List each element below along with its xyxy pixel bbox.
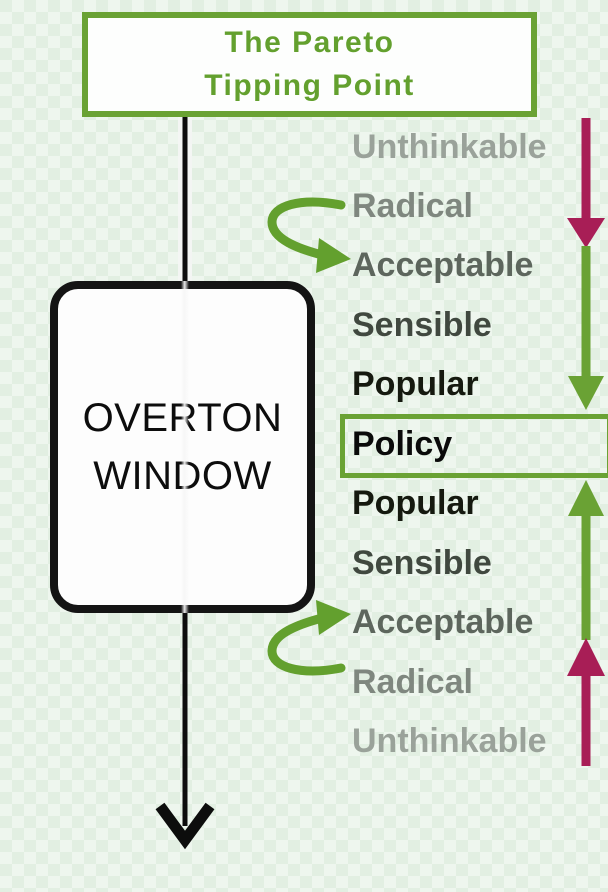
ladder-rung: Policy — [352, 425, 453, 463]
acceptable-to-policy-up-arrow-icon — [568, 480, 604, 640]
spine-down-arrowhead-icon — [155, 802, 215, 850]
title-line-2: Tipping Point — [204, 68, 415, 102]
unthinkable-to-acceptable-down-arrow-icon — [567, 118, 605, 248]
acceptable-to-policy-down-arrow-icon — [568, 246, 604, 410]
unthinkable-to-acceptable-up-arrow-icon — [567, 638, 605, 766]
policy-highlight-box — [340, 414, 608, 478]
overton-window-line-2: WINDOW — [93, 454, 272, 498]
ladder-rung: Acceptable — [352, 603, 534, 641]
ladder-rung: Radical — [352, 663, 473, 701]
ladder-rung: Sensible — [352, 544, 492, 582]
overton-window-line-1: OVERTON — [82, 396, 283, 440]
ladder-rung: Unthinkable — [352, 128, 547, 166]
ladder-rung: Popular — [352, 484, 479, 522]
ladder-rung: Radical — [352, 187, 473, 225]
ladder-rung: Sensible — [352, 306, 492, 344]
ladder-rung: Popular — [352, 365, 479, 403]
title-box: The Pareto Tipping Point — [82, 12, 537, 117]
overton-window-box: OVERTON WINDOW — [50, 281, 315, 613]
ladder-rung: Acceptable — [352, 246, 534, 284]
shift-arrow-top-icon — [267, 197, 351, 273]
shift-arrow-bottom-icon — [267, 600, 351, 676]
title-line-1: The Pareto — [224, 25, 395, 59]
ladder-rung: Unthinkable — [352, 722, 547, 760]
